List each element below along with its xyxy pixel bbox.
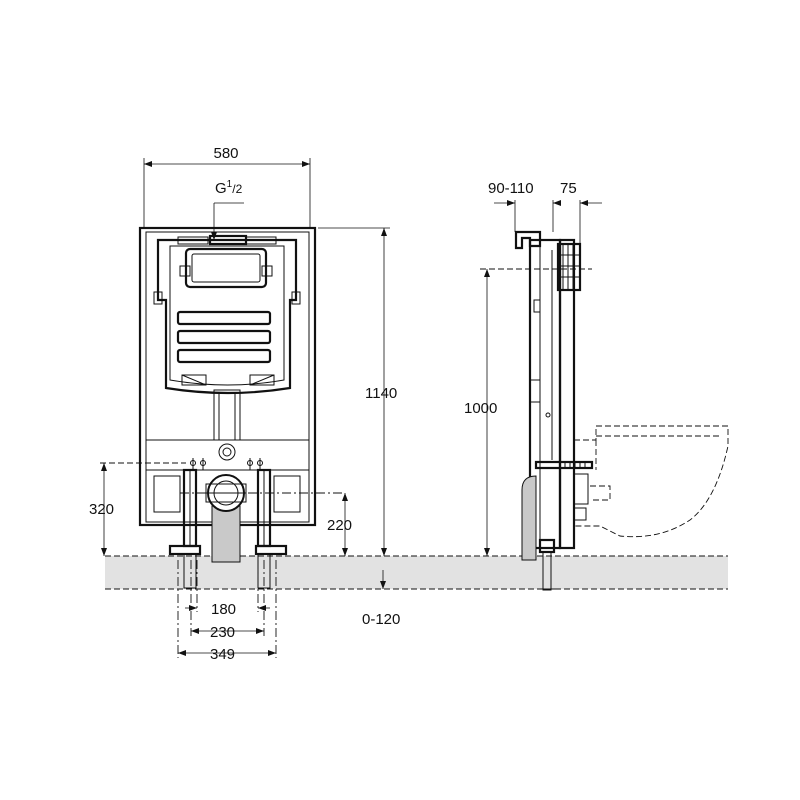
inlet-label: G1/2 [215,179,243,197]
mid-spacing-label: 230 [210,624,235,641]
cistern-height-label: 1000 [464,400,497,417]
floor-zone [105,555,728,590]
dimension-labels: 580 G1/2 1140 320 220 180 230 349 0-120 … [89,145,577,663]
outlet-height-label: 320 [89,501,114,518]
front-view [138,226,345,589]
depth-extra-label: 75 [560,180,577,197]
frame-width-label: 580 [213,145,238,162]
floor-range-label: 0-120 [362,611,400,628]
mounting-bolts [190,458,263,470]
dimension-lines [100,158,602,658]
side-view [514,230,729,591]
outer-spacing-label: 349 [210,646,235,663]
frame-height-label: 1140 [365,385,397,402]
depth-range-label: 90-110 [488,180,534,197]
flush-height-label: 220 [327,517,352,534]
inner-spacing-label: 180 [211,601,236,618]
